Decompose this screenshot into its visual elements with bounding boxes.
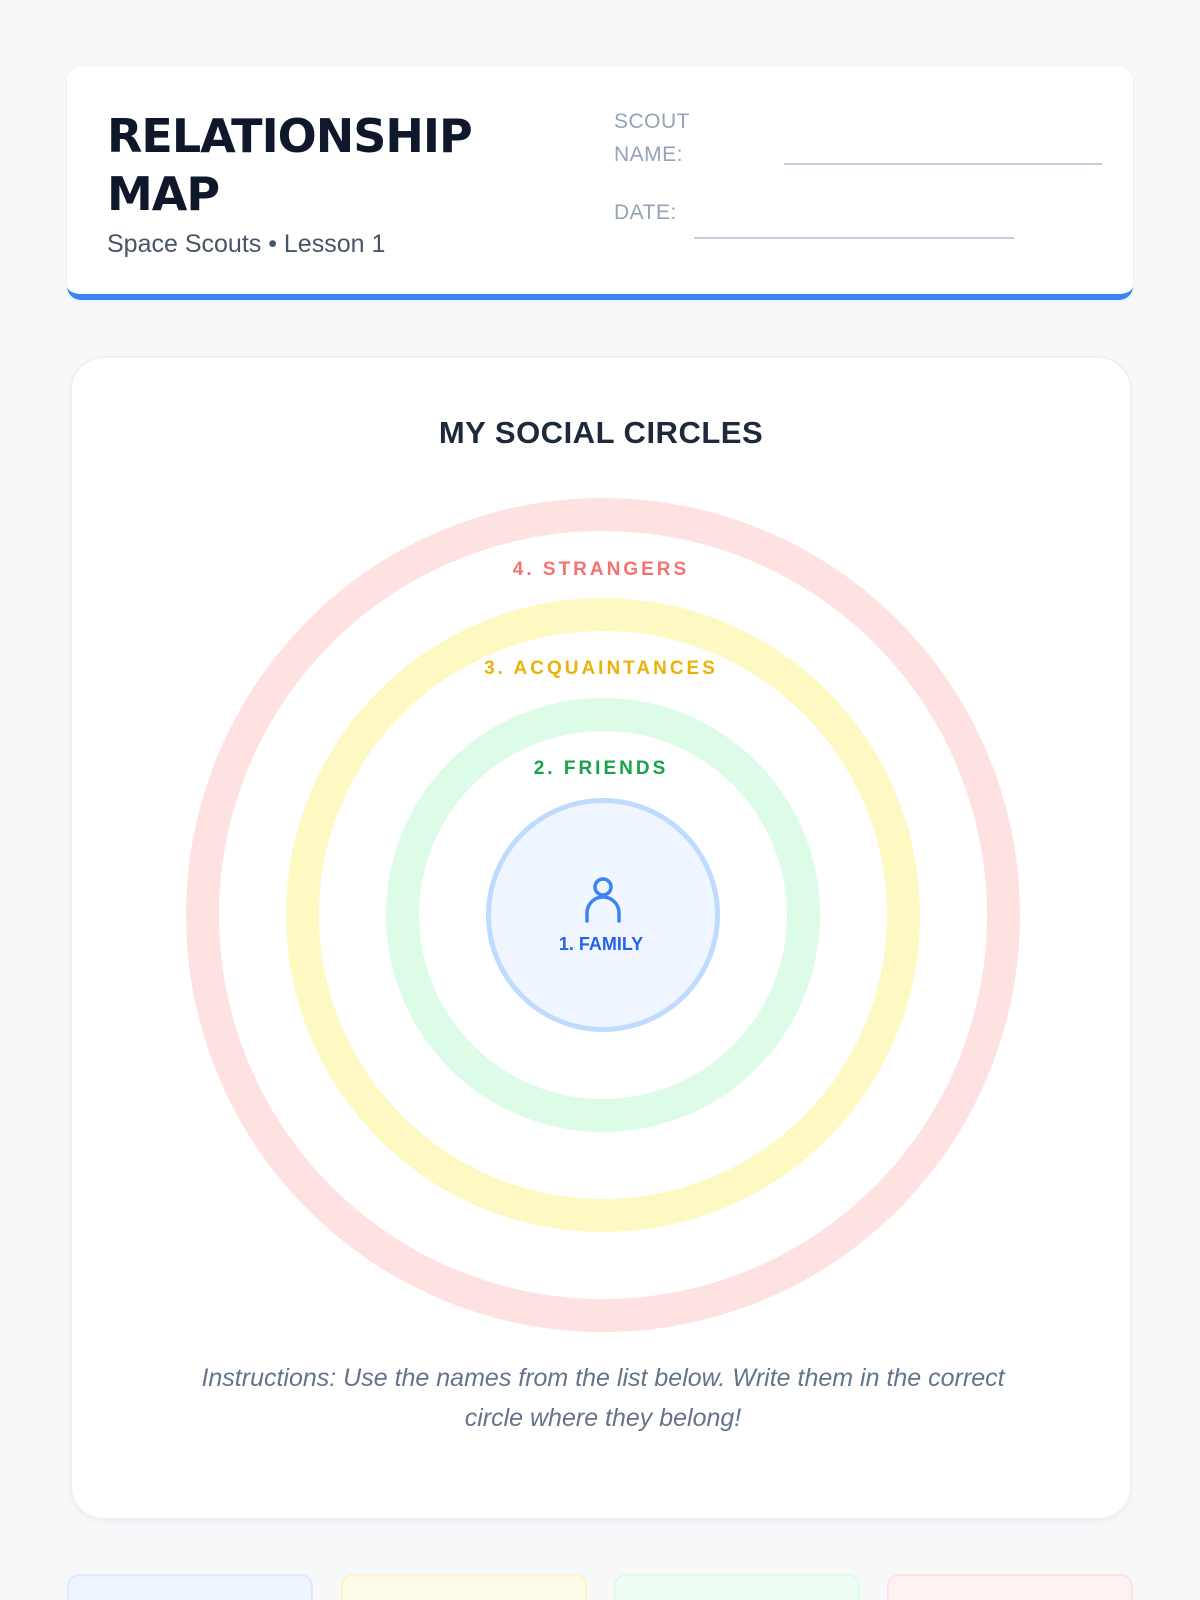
social-circles-card: MY SOCIAL CIRCLES 4. STRANGERS 3. ACQUAI…: [70, 356, 1132, 1520]
date-label: DATE:: [614, 201, 677, 224]
instructions-text: Instructions: Use the names from the lis…: [201, 1364, 1005, 1432]
family-circle[interactable]: [486, 798, 720, 1032]
family-names-card: [67, 1574, 313, 1600]
scout-name-field[interactable]: [784, 163, 1102, 165]
strangers-names-card: [887, 1574, 1133, 1600]
header-card: RELATIONSHIP MAP Space Scouts • Lesson 1…: [67, 67, 1133, 300]
date-field[interactable]: [694, 237, 1014, 239]
strangers-label: 4. STRANGERS: [512, 559, 690, 580]
acquaintances-label: 3. ACQUAINTANCES: [484, 658, 718, 679]
page-subtitle: Space Scouts • Lesson 1: [107, 230, 386, 258]
family-label: 1. FAMILY: [558, 934, 644, 954]
friends-names-card: [614, 1574, 860, 1600]
friends-label: 2. FRIENDS: [533, 758, 669, 779]
section-title: MY SOCIAL CIRCLES: [438, 415, 764, 450]
person-icon: [585, 877, 621, 923]
acquaintances-names-card: [341, 1574, 587, 1600]
scout-name-label: SCOUT NAME:: [614, 110, 690, 166]
page-title: RELATIONSHIP MAP: [107, 109, 473, 221]
